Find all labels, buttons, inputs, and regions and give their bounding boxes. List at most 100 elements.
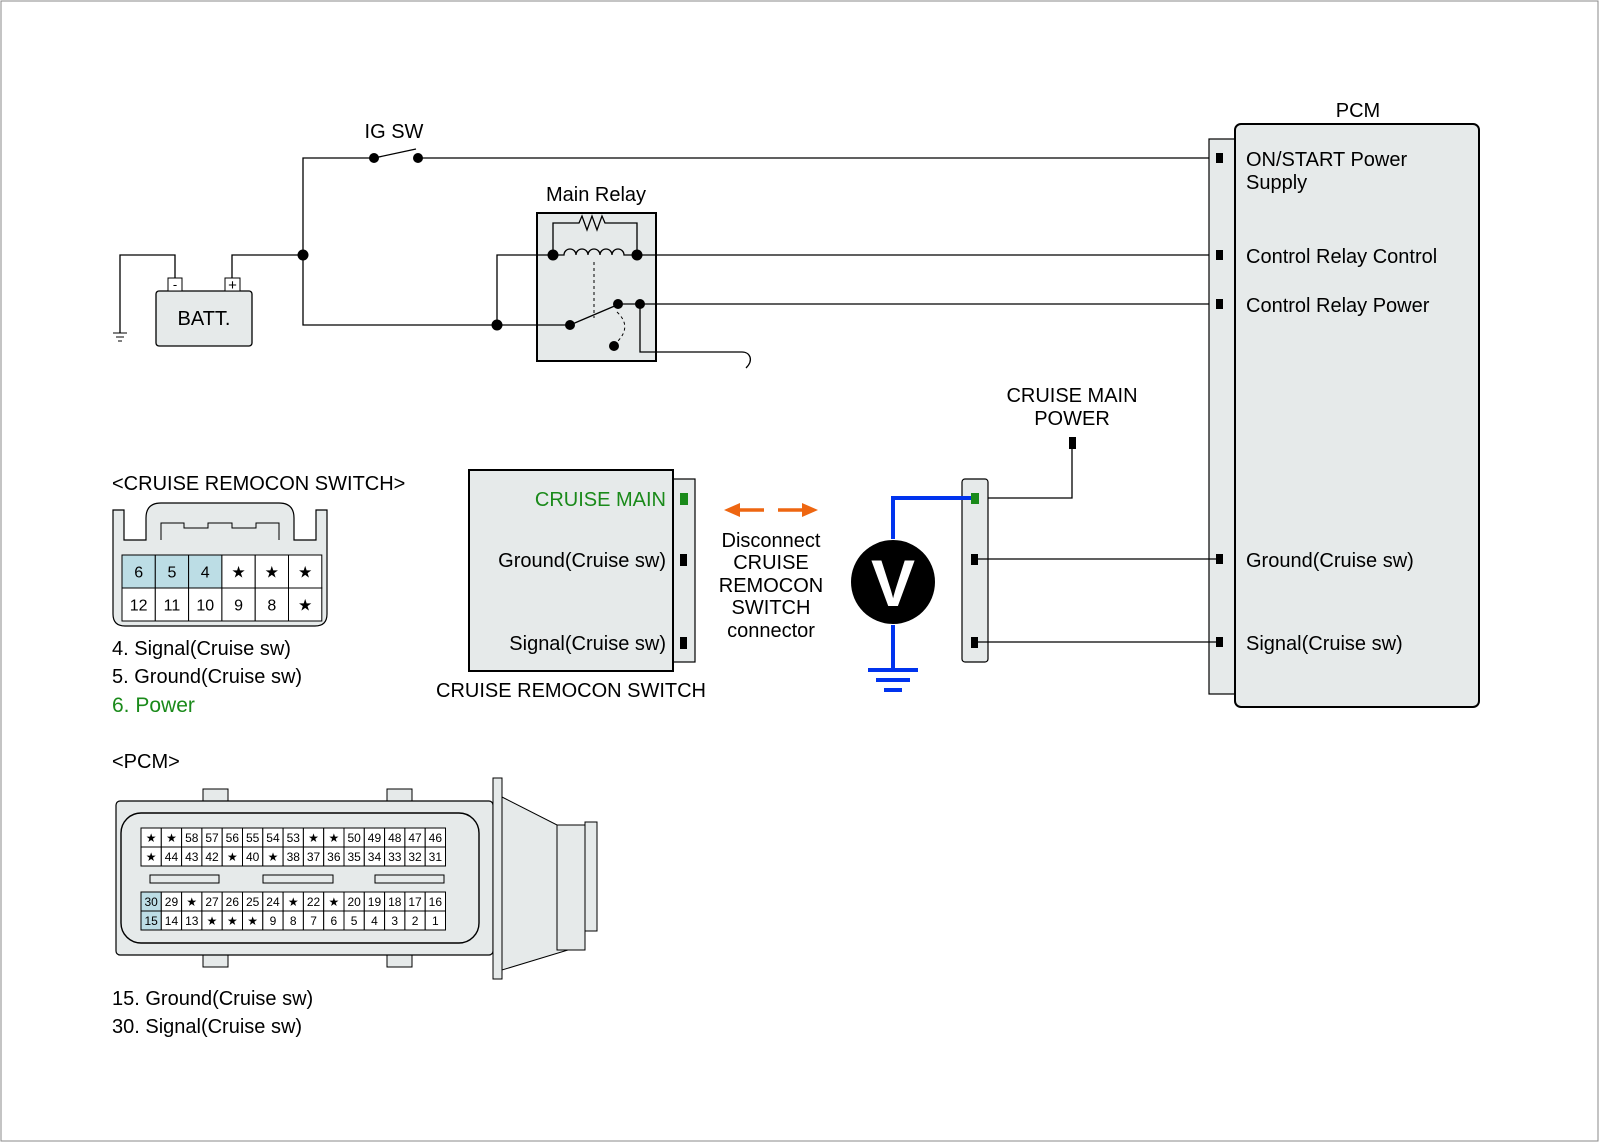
pcm-pin-on-start	[1216, 153, 1223, 163]
pcm-pin: 58	[185, 831, 199, 845]
main-relay: Main Relay	[536, 184, 657, 362]
battery-ground-icon	[113, 332, 127, 342]
remocon-legend-5: 5. Ground(Cruise sw)	[112, 666, 302, 688]
battery-minus-label: -	[173, 277, 177, 292]
remocon-connector-key	[160, 522, 280, 540]
remocon-pin-cell	[121, 587, 156, 622]
remocon-pin: 10	[196, 597, 214, 614]
pcm-pin: 24	[266, 895, 280, 909]
pcm-pin: 38	[287, 850, 301, 864]
switch-pin-label-power: CRUISE MAIN	[535, 489, 666, 511]
pcm-module: PCM ON/START Power Supply Control Relay …	[1208, 100, 1480, 708]
pcm-pin: 57	[205, 831, 219, 845]
disconnect-note-line2: CRUISE	[733, 552, 809, 574]
pcm-pin: 33	[388, 850, 402, 864]
cruise-main-power-wire	[984, 449, 1073, 499]
ig-feed-wire	[302, 157, 374, 255]
remocon-pin-cell	[288, 554, 323, 589]
pcm-pin: 40	[246, 850, 260, 864]
disconnect-note-line1: Disconnect	[722, 530, 821, 552]
remocon-pin-cell	[188, 554, 223, 589]
pcm-pin: 8	[290, 914, 297, 928]
relay-resistor	[552, 214, 638, 255]
battery-label: BATT.	[178, 308, 231, 330]
remocon-pin-cell	[221, 587, 256, 622]
pcm-pin-relay-control	[1216, 250, 1223, 260]
remocon-pin-cell	[221, 554, 256, 589]
pcm-pin: ★	[166, 831, 177, 845]
pcm-pin: 22	[307, 895, 321, 909]
remocon-legend-6: 6. Power	[112, 694, 195, 717]
switch-pin-label-signal: Signal(Cruise sw)	[509, 633, 666, 655]
disconnect-arrows	[724, 503, 818, 517]
pcm-pin: 27	[205, 895, 219, 909]
pcm-slot-1	[149, 874, 220, 884]
pcm-pin: ★	[328, 895, 339, 909]
switch-pin-label-ground: Ground(Cruise sw)	[498, 550, 666, 572]
pcm-box	[1234, 123, 1480, 708]
main-relay-label: Main Relay	[546, 184, 646, 206]
pcm-pin: 18	[388, 895, 402, 909]
pcm-pin: 25	[246, 895, 260, 909]
pcm-pin: 26	[226, 895, 240, 909]
pcm-pin: 5	[351, 914, 358, 928]
ig-switch: IG SW	[365, 121, 424, 163]
pcm-pin: 36	[327, 850, 341, 864]
cruise-main-power-label: CRUISE MAIN POWER	[1006, 385, 1137, 430]
remocon-pin-cell	[188, 587, 223, 622]
pcm-pin: 9	[270, 914, 277, 928]
pcm-connector-strip	[1208, 138, 1236, 695]
remocon-pin: 12	[130, 597, 148, 614]
disconnect-note: Disconnect CRUISE REMOCON SWITCH connect…	[719, 530, 823, 642]
pcm-pin: 1	[432, 914, 439, 928]
voltmeter-ground-icon	[868, 668, 918, 692]
pcm-pin: 48	[388, 831, 402, 845]
pcm-pin: ★	[207, 914, 218, 928]
pcm-pin-label-supply: Supply	[1246, 172, 1307, 194]
pcm-pin: 53	[287, 831, 301, 845]
relay-switch-blade	[569, 304, 618, 326]
relay-other-load-wire	[639, 304, 752, 369]
pcm-pin: 31	[429, 850, 443, 864]
pcm-connector-flange	[492, 777, 503, 980]
main-relay-box	[536, 212, 657, 362]
pcm-pin: 2	[412, 914, 419, 928]
battery-ground-wire	[119, 254, 176, 333]
cruise-main-power-line1: CRUISE MAIN	[1006, 385, 1137, 407]
pcm-pin: ★	[227, 850, 238, 864]
pcm-pin: 37	[307, 850, 321, 864]
remocon-pin: 11	[164, 597, 181, 614]
harness-connector	[961, 478, 989, 663]
pcm-legend-30: 30. Signal(Cruise sw)	[112, 1016, 302, 1038]
pcm-pin: 32	[408, 850, 422, 864]
disconnect-note-line3: REMOCON	[719, 575, 823, 597]
pcm-pin: 16	[429, 895, 443, 909]
remocon-pin-cell	[121, 554, 156, 589]
pcm-slot-2	[262, 874, 334, 884]
battery: - + BATT.	[155, 277, 253, 347]
remocon-pin-cell	[154, 554, 190, 589]
pcm-pin: 14	[165, 914, 179, 928]
pcm-pin: ★	[288, 895, 299, 909]
pcm-pin: 56	[226, 831, 240, 845]
pcm-connector-tail-cap	[584, 821, 598, 932]
switch-pin-ground	[680, 554, 687, 566]
harness-pin-power	[971, 493, 979, 504]
switch-connector-strip	[670, 478, 696, 663]
pcm-pin: 44	[165, 850, 179, 864]
pcm-pin: 7	[310, 914, 317, 928]
pcm-pin: 15	[144, 914, 158, 928]
pcm-pin: 47	[408, 831, 422, 845]
remocon-pin: ★	[265, 564, 279, 581]
pcm-legend-15: 15. Ground(Cruise sw)	[112, 988, 313, 1010]
voltmeter	[851, 540, 935, 624]
pcm-pin: 46	[429, 831, 443, 845]
pcm-pin-label-ground: Ground(Cruise sw)	[1246, 550, 1414, 572]
harness-pin-ground	[971, 554, 978, 565]
pcm-pin: 34	[368, 850, 382, 864]
pcm-pin: 54	[266, 831, 280, 845]
remocon-pin-cell	[288, 587, 323, 622]
